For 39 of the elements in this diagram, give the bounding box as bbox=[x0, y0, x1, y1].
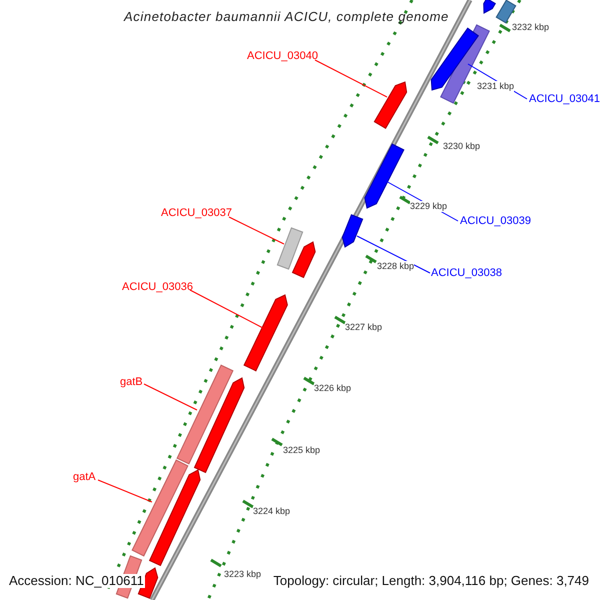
gene-feature bbox=[176, 364, 234, 464]
tick-label: 3230 kbp bbox=[443, 141, 480, 152]
tick-label: 3223 kbp bbox=[224, 569, 262, 580]
gene-feature bbox=[276, 227, 304, 270]
info-text: Topology: circular; Length: 3,904,116 bp; Genes: 3,749 bbox=[272, 574, 590, 588]
leader-line bbox=[228, 216, 284, 244]
tick-label: 3229 kbp bbox=[410, 201, 448, 212]
gene-feature bbox=[430, 28, 479, 91]
gene-label: gatA bbox=[73, 470, 96, 484]
gene-label: ACICU_03037 bbox=[161, 206, 232, 220]
title: Acinetobacter baumannii ACICU, complete genome bbox=[124, 10, 449, 24]
gene-feature bbox=[342, 214, 364, 248]
gene-feature bbox=[496, 0, 516, 24]
gene-label: gatB bbox=[120, 375, 143, 389]
tick-label: 3224 kbp bbox=[253, 506, 290, 517]
leader-line bbox=[314, 60, 388, 98]
leader-line bbox=[144, 384, 198, 410]
gene-feature bbox=[148, 469, 201, 566]
gene-feature bbox=[243, 294, 288, 372]
gene-label: ACICU_03039 bbox=[460, 214, 531, 228]
gene-feature bbox=[194, 377, 245, 474]
gene-feature bbox=[374, 81, 408, 129]
leader-line bbox=[190, 290, 264, 328]
gene-label: ACICU_03041 bbox=[529, 92, 600, 106]
leader-line bbox=[98, 480, 152, 502]
gene-feature bbox=[292, 241, 316, 278]
gene-label: ACICU_03040 bbox=[247, 49, 318, 63]
gene-feature bbox=[132, 459, 188, 557]
gene-feature bbox=[364, 143, 404, 209]
gene-label: ACICU_03038 bbox=[431, 266, 502, 280]
tick-label: 3228 kbp bbox=[377, 261, 414, 272]
tick-label: 3226 kbp bbox=[314, 383, 352, 394]
gene-label: ACICU_03036 bbox=[122, 280, 193, 294]
tick-label: 3227 kbp bbox=[345, 322, 382, 333]
tick-label: 3231 kbp bbox=[477, 81, 514, 92]
tick-label: 3232 kbp bbox=[512, 22, 550, 33]
info-text: Accession: NC_010611 bbox=[8, 574, 145, 588]
leader-line bbox=[356, 236, 430, 274]
tick-label: 3225 kbp bbox=[283, 445, 320, 456]
